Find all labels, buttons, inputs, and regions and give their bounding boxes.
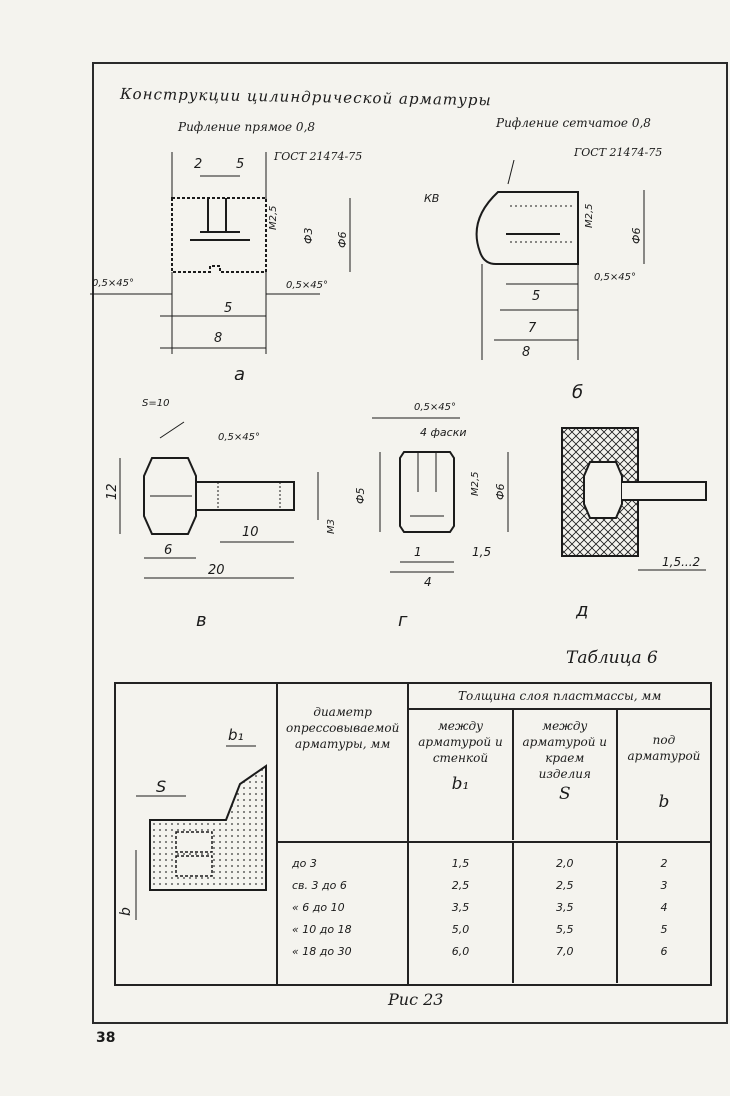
fig-v-drawing: S=10 0,5×45° 12 10 6 20 М3 в bbox=[105, 398, 337, 631]
fig-b-gost: ГОСТ 21474-75 bbox=[574, 146, 663, 159]
row-b1: 6,0 bbox=[451, 945, 470, 959]
fig-g-dim-4chamfers: 4 фаски bbox=[420, 426, 466, 439]
row-b: 4 bbox=[660, 901, 668, 915]
col-header-b: под арматурой b bbox=[627, 733, 701, 812]
row-diameter: до 3 bbox=[292, 857, 317, 871]
col-diameter-values: до 3 св. 3 до 6 « 6 до 10 « 10 до 18 « 1… bbox=[275, 841, 410, 986]
fig-b-dim-7: 7 bbox=[528, 321, 537, 336]
col-group-header: Толщина слоя пластмассы, мм между армату… bbox=[407, 681, 712, 844]
col-s-values: 2,0 2,5 3,5 5,5 7,0 bbox=[514, 843, 618, 984]
fig-a-dim-chamfer-right: 0,5×45° bbox=[286, 280, 328, 291]
fig-b-knurl-label: Рифление сетчатое 0,8 bbox=[496, 116, 651, 130]
fig-d-dim-gap: 1,5...2 bbox=[662, 555, 700, 569]
fig-b-dim-chamfer: 0,5×45° bbox=[594, 272, 636, 283]
fig-a-drawing: 2 5 0,5×45° 0,5×45° 5 8 М2,5 Ф3 Ф6 а bbox=[90, 152, 351, 380]
page-frame bbox=[92, 62, 728, 1024]
fig-b-dim-kv: КВ bbox=[424, 192, 439, 205]
fig-d-drawing: 1,5...2 д bbox=[561, 427, 707, 621]
row-diameter: « 6 до 10 bbox=[292, 901, 345, 915]
row-b1: 5,0 bbox=[451, 923, 470, 937]
fig-a-dim-5-top: 5 bbox=[236, 157, 244, 172]
col-b-values: 2 3 4 5 6 bbox=[618, 843, 710, 983]
fig-a-gost: ГОСТ 21474-75 bbox=[274, 150, 363, 163]
fig-a-dim-d3: Ф3 bbox=[302, 228, 315, 244]
fig-v-dim-m3: М3 bbox=[326, 519, 337, 534]
row-diameter: св. 3 до 6 bbox=[292, 879, 347, 893]
fig-a-knurl-label: Рифление прямое 0,8 bbox=[178, 120, 316, 134]
fig-v-dim-6: 6 bbox=[164, 543, 172, 558]
fig-v-letter: в bbox=[196, 610, 207, 631]
diagram-label-b: b bbox=[118, 907, 134, 916]
fig-b-drawing: КВ М2,5 Ф6 0,5×45° 5 7 8 б bbox=[424, 160, 645, 400]
fig-g-drawing: 0,5×45° 4 фаски Ф5 М2,5 Ф6 1 1,5 4 г bbox=[354, 402, 509, 631]
row-s: 2,5 bbox=[556, 879, 574, 893]
fig-b-letter: б bbox=[572, 382, 583, 400]
table-diagram: S b₁ b bbox=[118, 726, 267, 920]
fig-v-dim-10: 10 bbox=[242, 525, 259, 540]
figure-caption: Рис 23 bbox=[388, 990, 444, 1009]
fig-g-dim-1: 1 bbox=[414, 545, 422, 559]
fig-b-dim-8: 8 bbox=[522, 345, 530, 360]
fig-v-dim-chamfer: 0,5×45° bbox=[218, 432, 260, 443]
col-header-b1: между арматурой и стенкой b₁ bbox=[409, 710, 514, 840]
group-header-text: Толщина слоя пластмассы, мм bbox=[409, 684, 710, 710]
fig-a-dim-5-bottom: 5 bbox=[224, 301, 232, 316]
row-b1: 2,5 bbox=[451, 879, 470, 893]
fig-g-dim-chamfer: 0,5×45° bbox=[414, 402, 456, 413]
fig-v-dim-s10: S=10 bbox=[142, 398, 169, 409]
fig-g-dim-d6: Ф6 bbox=[494, 484, 507, 500]
row-s: 2,0 bbox=[556, 857, 574, 871]
row-b: 6 bbox=[660, 945, 668, 959]
row-b: 2 bbox=[660, 857, 668, 871]
fig-v-dim-20: 20 bbox=[208, 563, 225, 578]
row-s: 3,5 bbox=[556, 901, 574, 915]
row-b: 3 bbox=[660, 879, 668, 893]
fig-g-dim-4: 4 bbox=[424, 575, 432, 589]
fig-a-dim-2: 2 bbox=[194, 157, 202, 172]
fig-a-dim-m25: М2,5 bbox=[268, 205, 279, 230]
col-header-s: между арматурой и краем изделия S bbox=[514, 710, 618, 840]
row-b1: 3,5 bbox=[451, 901, 470, 915]
fig-g-dim-d5: Ф5 bbox=[354, 488, 367, 504]
fig-a-dim-8: 8 bbox=[214, 331, 222, 346]
row-s: 7,0 bbox=[556, 945, 574, 959]
row-diameter: « 18 до 30 bbox=[292, 945, 352, 959]
row-s: 5,5 bbox=[556, 923, 574, 937]
fig-b-dim-5: 5 bbox=[532, 289, 540, 304]
fig-v-dim-12: 12 bbox=[105, 483, 120, 500]
thickness-table: S b₁ b диаметр опрессовываемой арматуры,… bbox=[114, 681, 712, 986]
fig-d-letter: д bbox=[575, 600, 588, 621]
fig-a-dim-d6: Ф6 bbox=[336, 232, 349, 248]
table-caption: Таблица 6 bbox=[566, 648, 658, 668]
values-group: 1,5 2,5 3,5 5,0 6,0 2,0 2,5 3,5 5,5 7,0 … bbox=[407, 841, 712, 986]
fig-g-dim-m25: М2,5 bbox=[470, 471, 481, 496]
row-b1: 1,5 bbox=[451, 857, 470, 871]
page-number: 38 bbox=[96, 1030, 116, 1046]
table-diagram-cell: S b₁ b bbox=[114, 682, 278, 986]
fig-a-letter: а bbox=[234, 364, 245, 380]
fig-b-dim-d6: Ф6 bbox=[630, 228, 643, 244]
fig-g-dim-15: 1,5 bbox=[472, 545, 491, 559]
fig-a-dim-chamfer-left: 0,5×45° bbox=[92, 278, 134, 289]
diagram-label-b1: b₁ bbox=[228, 726, 244, 744]
fig-g-letter: г bbox=[398, 610, 408, 631]
row-b: 5 bbox=[660, 923, 668, 937]
row-diameter: « 10 до 18 bbox=[292, 923, 352, 937]
fig-b-dim-m25: М2,5 bbox=[584, 203, 595, 228]
col-header-diameter: диаметр опрессовываемой арматуры, мм bbox=[275, 681, 410, 844]
col-b1-values: 1,5 2,5 3,5 5,0 6,0 bbox=[409, 843, 514, 984]
diagram-label-s: S bbox=[156, 777, 166, 796]
